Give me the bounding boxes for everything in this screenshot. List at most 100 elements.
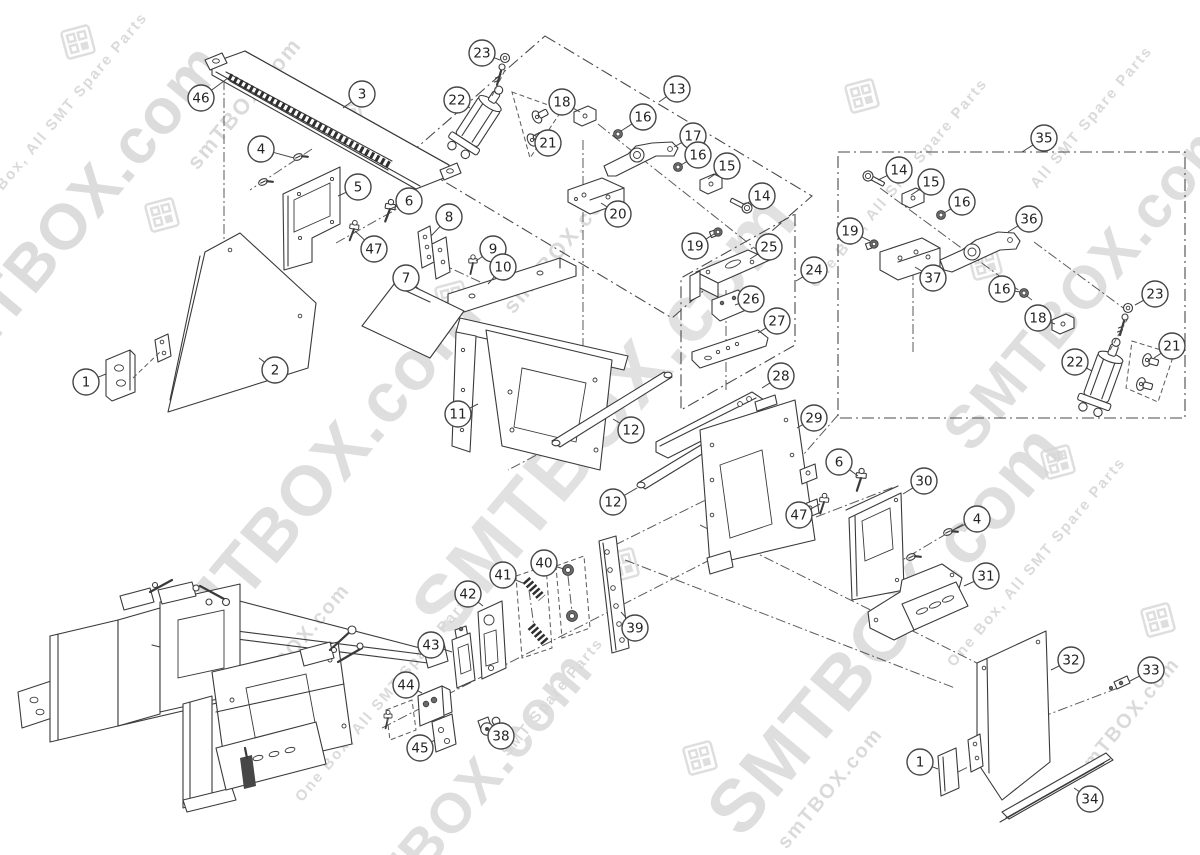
callout-number: 1 <box>82 375 91 391</box>
callout-circle <box>454 580 482 608</box>
callout-14: 14 <box>877 156 913 184</box>
callout-circle <box>530 549 558 577</box>
part-washer-16b <box>673 162 683 172</box>
callout-21: 21 <box>1153 332 1186 360</box>
chain-line <box>528 589 535 628</box>
callout-number: 31 <box>977 569 994 585</box>
callout-7: 7 <box>392 264 421 292</box>
callout-leader <box>761 382 771 389</box>
callout-35: 35 <box>1021 124 1058 153</box>
callout-number: 28 <box>772 369 789 385</box>
part-clip-33 <box>1109 675 1131 691</box>
callout-number: 16 <box>953 195 970 211</box>
callout-leader <box>531 133 537 138</box>
callout-leader <box>337 191 347 197</box>
callout-circle <box>917 168 945 196</box>
callout-leader <box>931 766 939 770</box>
callout-8: 8 <box>430 203 463 237</box>
callout-leader <box>910 188 921 196</box>
callout-15: 15 <box>910 168 945 196</box>
callout-23: 23 <box>468 39 501 67</box>
part-nuts-40 <box>562 564 578 622</box>
part-screw-6b <box>853 466 868 493</box>
callout-circle <box>748 182 776 210</box>
callout-19: 19 <box>836 217 871 245</box>
callout-circle <box>1061 348 1089 376</box>
callout-45: 45 <box>406 734 436 762</box>
chain-line <box>815 486 895 518</box>
callout-leader <box>342 101 352 109</box>
callout-circle <box>348 80 376 108</box>
part-screw-47b <box>817 492 831 516</box>
callout-30: 30 <box>902 467 938 495</box>
callout-28: 28 <box>761 362 795 390</box>
callout-circle <box>713 152 741 180</box>
callout-circle <box>247 135 275 163</box>
part-plate-7 <box>361 278 465 359</box>
callout-leader <box>487 276 495 285</box>
callout-number: 22 <box>448 93 465 109</box>
callout-number: 37 <box>924 271 941 287</box>
dashed-line-layer <box>132 69 1175 741</box>
callout-number: 33 <box>1142 663 1159 679</box>
callout-leader <box>796 424 804 429</box>
callout-number: 21 <box>1163 339 1180 355</box>
callout-leader <box>680 161 688 166</box>
callout-leader <box>1153 352 1162 359</box>
callout-number: 11 <box>449 407 466 423</box>
watermark-qr-icon <box>1140 602 1176 638</box>
part-bushing-19b <box>864 238 880 252</box>
callout-20: 20 <box>600 200 632 228</box>
detail-box-13 <box>404 35 813 319</box>
part-panel-5 <box>282 166 341 271</box>
part-plate-42 <box>477 600 507 680</box>
dashed-line <box>1109 317 1129 351</box>
callout-circle <box>906 748 934 776</box>
callout-37: 37 <box>914 264 947 292</box>
part-bracket-29 <box>699 394 820 575</box>
part-arm-36 <box>939 231 1021 273</box>
callout-circle <box>1141 280 1169 308</box>
callout-circle <box>417 631 445 659</box>
callout-number: 46 <box>192 91 209 107</box>
callout-36: 36 <box>1007 205 1043 233</box>
callout-circle <box>489 561 517 589</box>
dashed-line <box>132 351 161 379</box>
callout-circle <box>972 562 1000 590</box>
part-bar-39 <box>598 535 630 654</box>
callout-number: 41 <box>494 568 511 584</box>
callout-circle <box>755 233 783 261</box>
callout-number: 35 <box>1035 131 1052 147</box>
callout-number: 47 <box>365 242 382 258</box>
part-screw-9 <box>467 253 479 275</box>
part-plunger-23b <box>1116 302 1134 337</box>
callout-leader <box>1086 367 1093 372</box>
callout-34: 34 <box>1073 785 1104 813</box>
callout-circle <box>406 734 434 762</box>
callout-number: 8 <box>445 210 454 226</box>
callout-42: 42 <box>454 580 484 608</box>
callout-number: 44 <box>397 678 414 694</box>
callout-10: 10 <box>487 253 517 285</box>
callout-number: 15 <box>922 175 939 191</box>
callout-number: 43 <box>422 638 439 654</box>
callout-number: 4 <box>257 142 266 158</box>
dashed-outline <box>515 565 553 659</box>
callout-16: 16 <box>943 188 976 216</box>
part-springs-41 <box>522 577 550 646</box>
callout-leader <box>963 580 975 587</box>
callout-circle <box>663 75 691 103</box>
callout-number: 10 <box>494 260 511 276</box>
callout-number: 25 <box>760 240 777 256</box>
callout-circle <box>435 203 463 231</box>
callout-leader <box>1007 225 1019 233</box>
callout-number: 3 <box>358 87 367 103</box>
callout-circle <box>948 188 976 216</box>
callout-26: 26 <box>734 285 765 313</box>
callout-number: 19 <box>841 224 858 240</box>
part-washer-16c <box>936 210 946 220</box>
callout-circle <box>617 416 645 444</box>
callout-circle <box>1024 304 1052 332</box>
part-block-1b <box>937 747 960 797</box>
callout-leader <box>477 601 484 607</box>
